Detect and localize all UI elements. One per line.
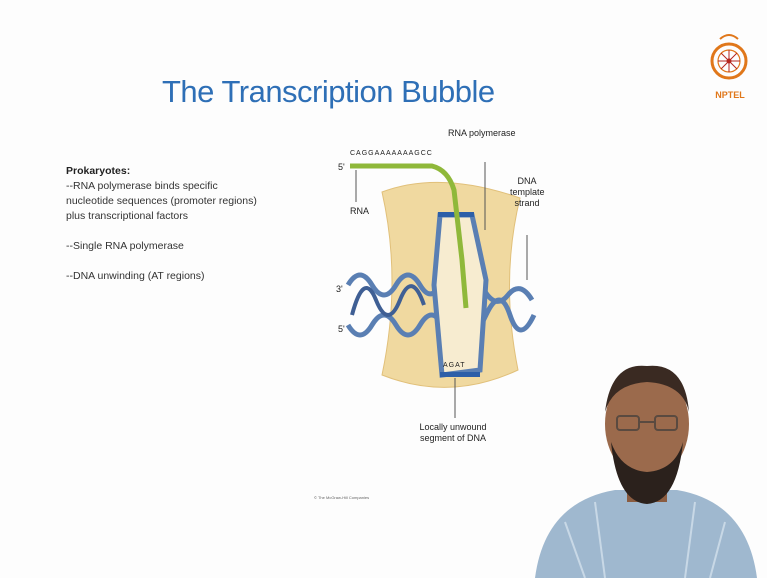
presenter-video <box>525 352 767 578</box>
slide-title: The Transcription Bubble <box>162 74 495 110</box>
bullet-list: Prokaryotes: --RNA polymerase binds spec… <box>66 164 266 284</box>
label-dna-template-strand: DNA template strand <box>510 176 544 209</box>
bullet-item: --DNA unwinding (AT regions) <box>66 269 266 284</box>
label-5prime-dna: 5' <box>338 324 345 335</box>
label-rna-polymerase: RNA polymerase <box>448 128 516 139</box>
label-rna: RNA <box>350 206 369 217</box>
logo-label: NPTEL <box>708 90 752 100</box>
label-locally-unwound: Locally unwound segment of DNA <box>418 422 488 444</box>
rna-sequence-label: CAGGAAAAAAAGCC <box>350 148 433 159</box>
bubble-bottom-bar <box>440 372 480 377</box>
figure-credit: © The McGraw-Hill Companies <box>314 495 369 500</box>
bullet-item: --Single RNA polymerase <box>66 239 266 254</box>
bullet-item: --RNA polymerase binds specific nucleoti… <box>66 179 266 224</box>
bullet-heading: Prokaryotes: <box>66 164 266 179</box>
label-3prime: 3' <box>336 284 343 295</box>
bubble-bottom-sequence: AGAT <box>443 360 466 371</box>
nptel-logo-icon <box>706 30 752 96</box>
label-5prime-rna: 5' <box>338 162 345 173</box>
